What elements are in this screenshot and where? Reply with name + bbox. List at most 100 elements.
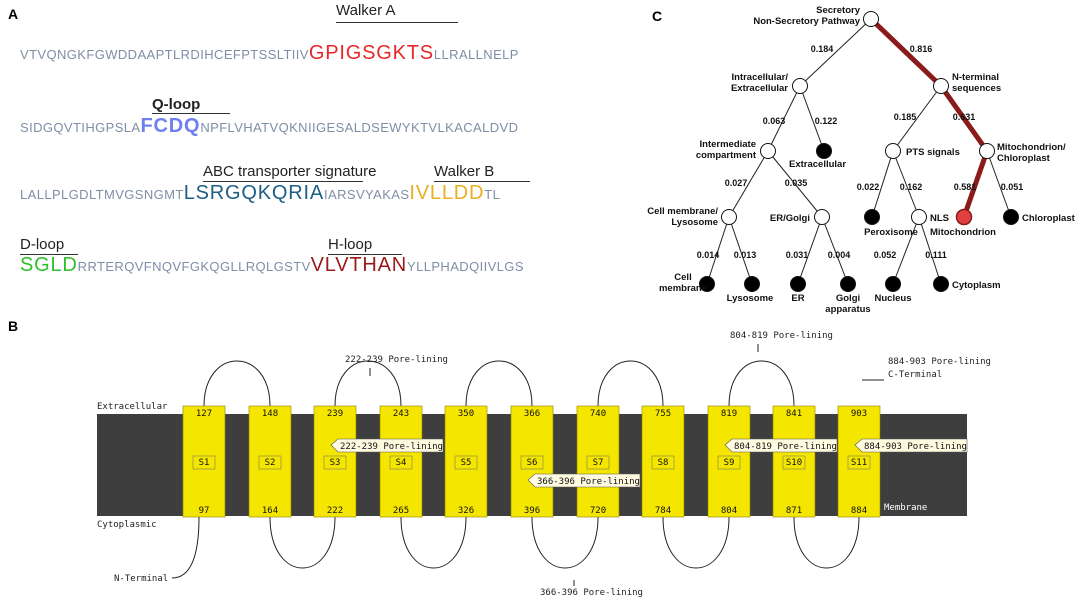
tree-edge (871, 150, 894, 218)
node-label-mitochondrion: Mitochondrion (930, 227, 996, 238)
segment-name: S8 (658, 458, 669, 468)
segment-name: S4 (396, 458, 407, 468)
svg-text:884-903 Pore-lining: 884-903 Pore-lining (864, 442, 967, 452)
tree-node (721, 209, 737, 225)
segment-top-residue: 350 (458, 409, 474, 419)
tree-node (911, 209, 927, 225)
node-label-cell-membrane-lysosome: Cell membrane/Lysosome (647, 206, 718, 228)
node-label-lysosome: Lysosome (727, 293, 774, 304)
panel-label-b: B (8, 318, 19, 334)
segment-top-residue: 841 (786, 409, 802, 419)
tree-edge (799, 85, 825, 152)
tree-node (885, 143, 901, 159)
node-label-extracellular: Extracellular (789, 159, 846, 170)
leaf-node (816, 143, 832, 159)
segment-bottom-residue: 884 (851, 506, 867, 516)
segment-bottom-residue: 784 (655, 506, 671, 516)
edge-probability: 0.063 (763, 116, 786, 126)
segment-top-residue: 819 (721, 409, 737, 419)
segment-bottom-residue: 720 (590, 506, 606, 516)
leaf-node (699, 276, 715, 292)
segment-bottom-residue: 396 (524, 506, 540, 516)
tree-edge (821, 216, 849, 285)
node-label-er-golgi: ER/Golgi (770, 213, 810, 224)
cytoplasmic-loop (400, 516, 467, 569)
sequence-line-4: SGLDRRTERQVFNQVFGKQGLLRQLGSTVVLVTHANYLLP… (20, 254, 524, 276)
node-label-er: ER (791, 293, 804, 304)
sequence-line-3: LALLPLGDLTMVGSNGMTLSRGQKQRIAIARSVYAKASIV… (20, 182, 501, 204)
segment-name: S6 (527, 458, 538, 468)
segment-top-residue: 239 (327, 409, 343, 419)
edge-probability: 0.013 (734, 250, 757, 260)
extracellular-loop (728, 360, 795, 407)
edge-probability: 0.051 (1001, 182, 1024, 192)
edge-probability: 0.022 (857, 182, 880, 192)
leaf-node (885, 276, 901, 292)
edge-probability: 0.052 (874, 250, 897, 260)
highlighted-edge (869, 17, 943, 88)
callout-366-396: 366-396 Pore-lining (540, 588, 643, 598)
tree-node (933, 78, 949, 94)
tree-edge (892, 216, 920, 285)
tree-edge (767, 85, 801, 152)
extracellular-loop (334, 360, 402, 407)
c-terminal-label: C-Terminal (888, 370, 942, 380)
node-label-nls: NLS (930, 213, 949, 224)
edge-probability: 0.031 (786, 250, 809, 260)
tree-edge (892, 85, 942, 152)
segment-bottom-residue: 804 (721, 506, 737, 516)
pore-lining-tag: 366-396 Pore-lining (527, 473, 641, 488)
edge-probability: 0.581 (954, 182, 977, 192)
q-loop-motif: FCDQ (140, 115, 201, 137)
tree-node (979, 143, 995, 159)
cytoplasmic-loop (793, 516, 860, 569)
node-label-peroxisome: Peroxisome (864, 227, 918, 238)
segment-name: S3 (330, 458, 341, 468)
node-label-intracellular: Intracellular/Extracellular (731, 72, 788, 94)
segment-bottom-residue: 97 (199, 506, 210, 516)
cytoplasmic-loop (531, 516, 599, 569)
walker-b-motif: IVLLDD (409, 182, 485, 204)
tree-edge (728, 216, 753, 285)
segment-name: S2 (265, 458, 276, 468)
pore-lining-tag: 884-903 Pore-lining (854, 438, 968, 453)
sequence-line-1: VTVQNGKFGWDDAAPTLRDIHCEFPTSSLTIIVGPIGSGK… (20, 42, 519, 64)
tree-edge (728, 150, 769, 218)
segment-bottom-residue: 222 (327, 506, 343, 516)
edge-probability: 0.184 (811, 44, 834, 54)
segment-bottom-residue: 871 (786, 506, 802, 516)
leaf-node (790, 276, 806, 292)
extracellular-loop (465, 360, 533, 407)
extracellular-loop (597, 360, 664, 407)
segment-bottom-residue: 265 (393, 506, 409, 516)
panel-label-c: C (652, 8, 663, 24)
tree-edge (767, 150, 823, 218)
svg-text:804-819 Pore-lining: 804-819 Pore-lining (734, 442, 837, 452)
node-label-nucleus: Nucleus (875, 293, 912, 304)
tree-edge (892, 150, 920, 218)
segment-top-residue: 740 (590, 409, 606, 419)
leaf-node (933, 276, 949, 292)
segment-top-residue: 148 (262, 409, 278, 419)
pore-lining-tag: 804-819 Pore-lining (724, 438, 838, 453)
tree-edge (918, 216, 942, 285)
d-loop-label: D-loop (20, 236, 65, 253)
tree-node (863, 11, 879, 27)
leaf-node (1003, 209, 1019, 225)
leaf-node (955, 208, 973, 226)
node-label-chloroplast: Chloroplast (1022, 213, 1076, 224)
tree-edge (799, 18, 872, 87)
edge-probability: 0.027 (725, 178, 748, 188)
svg-text:366-396 Pore-lining: 366-396 Pore-lining (537, 477, 640, 487)
